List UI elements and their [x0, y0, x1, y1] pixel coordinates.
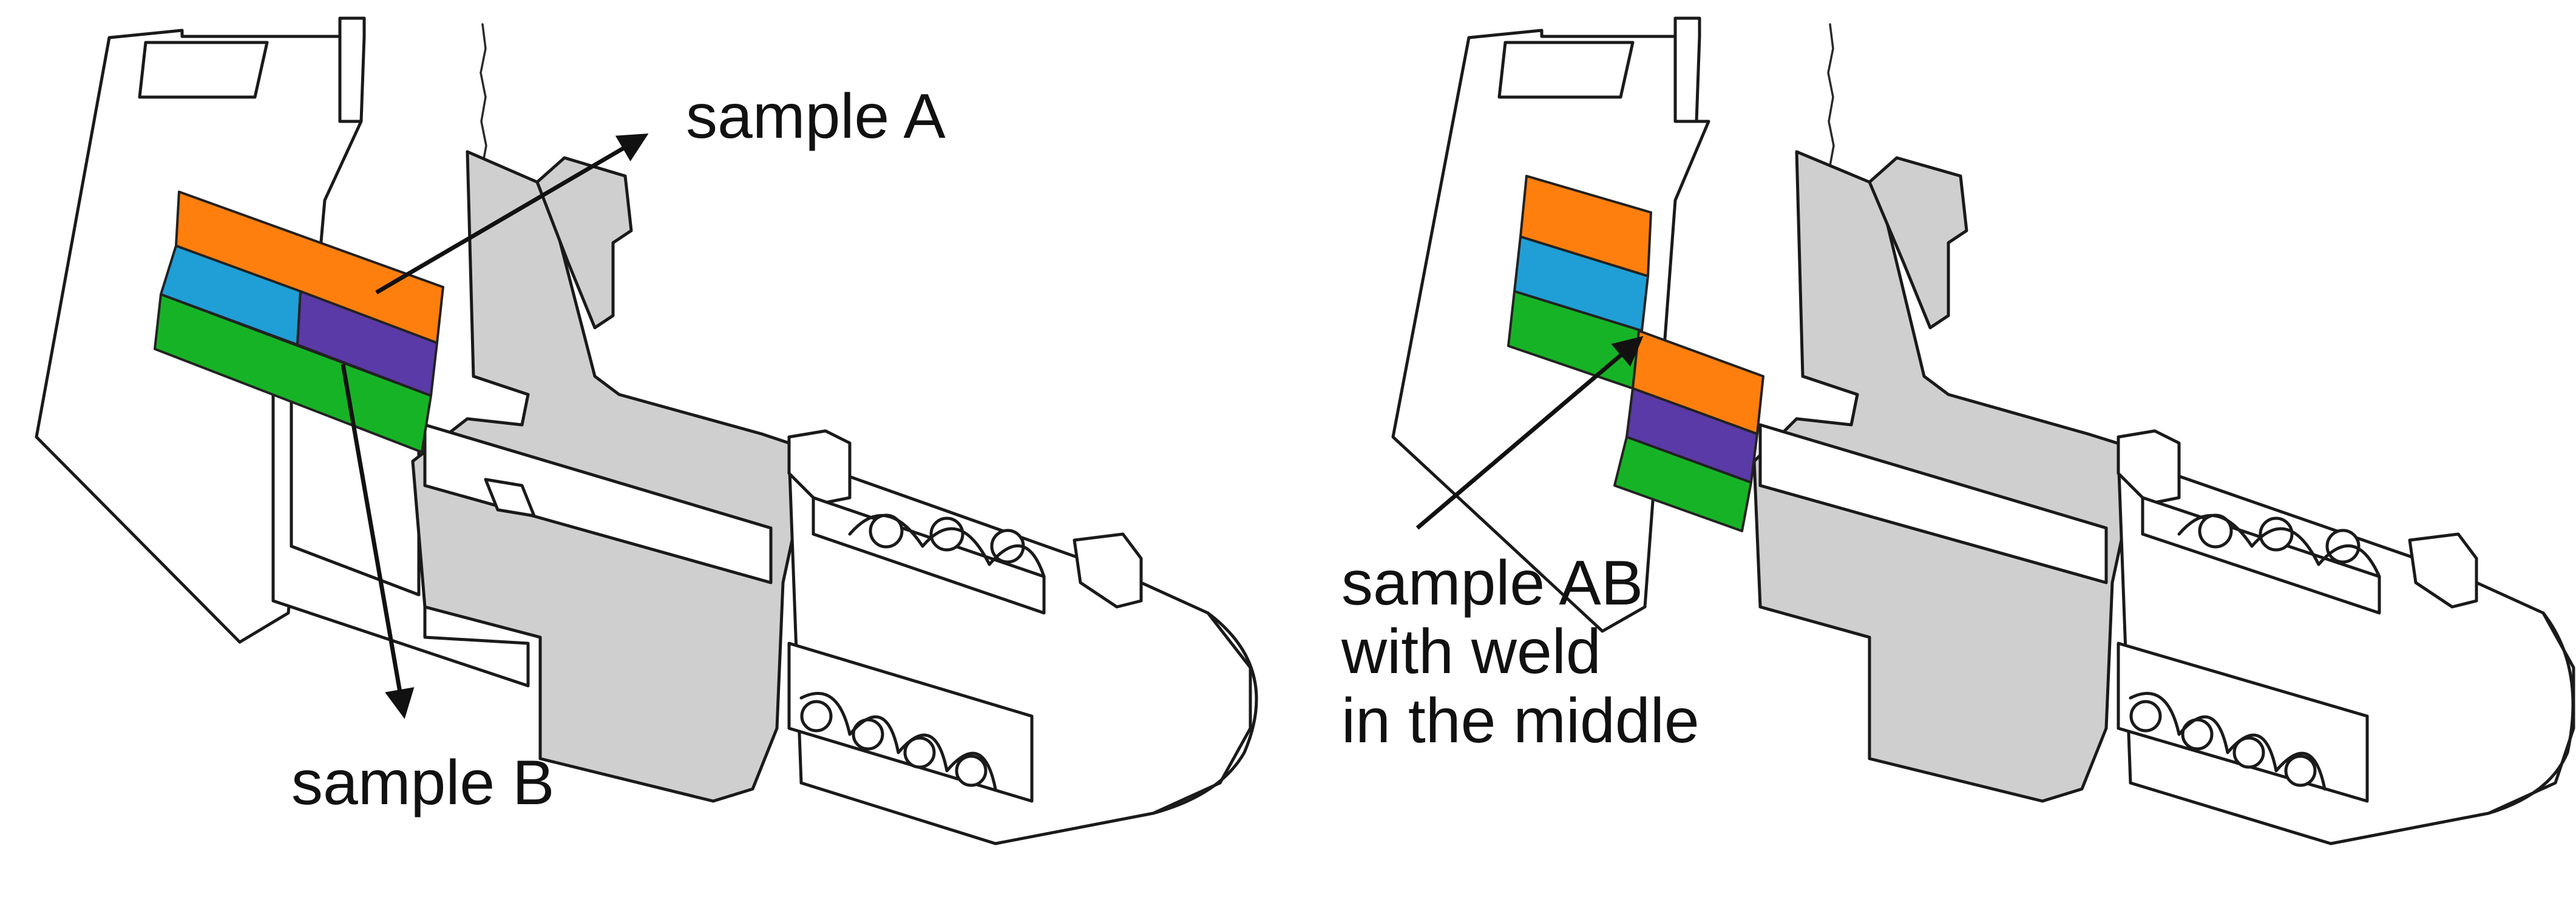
arrow-sample-b: [341, 364, 415, 719]
label-sample-b: sample B: [291, 748, 555, 818]
left-holder-channel-step: [484, 478, 536, 518]
left-plate-tab: [138, 41, 269, 99]
right-barrel-end-cap: [2487, 611, 2575, 815]
left-assembly: [35, 16, 1258, 845]
label-sample-ab-line3: in the middle: [1341, 685, 1700, 756]
left-holder-top-block: [535, 156, 633, 330]
right-barrel-collar-upper: [2117, 429, 2181, 506]
left-zigzag-strip: [478, 23, 487, 183]
right-holder-channel: [1758, 423, 2108, 584]
right-plate-tab: [1497, 41, 1635, 99]
label-sample-a: sample A: [686, 81, 946, 152]
label-sample-ab-line2: with weld: [1341, 617, 1601, 688]
left-barrel-end-cap: [1151, 611, 1258, 815]
right-barrel-collar-right: [2408, 532, 2478, 609]
left-sample-stack: [154, 191, 444, 453]
label-sample-ab-line1: sample AB: [1341, 548, 1644, 618]
left-barrel-collar-upper: [787, 429, 852, 506]
left-barrel-collar-right: [1073, 532, 1143, 609]
right-upper-sample-stack: [1507, 175, 1652, 390]
right-zigzag-strip: [1826, 23, 1835, 183]
arrow-sample-ab: [1415, 336, 1644, 530]
left-holder-channel: [423, 423, 773, 584]
right-sample-green-weld: [1613, 436, 1752, 532]
arrow-sample-a: [375, 134, 649, 295]
left-vertical-strip: [338, 16, 366, 123]
right-assembly: [1391, 16, 2575, 845]
right-holder-body: [1752, 150, 2144, 803]
right-holder-top-block: [1868, 156, 1968, 330]
left-sample-green: [154, 293, 432, 453]
right-weld-sample-stack: [1613, 330, 1764, 532]
right-lower-spring: [2129, 692, 2327, 791]
right-upper-spring: [2177, 513, 2381, 578]
left-upper-spring: [848, 513, 1046, 578]
right-vertical-strip: [1673, 16, 1701, 123]
label-sample-ab: sample AB with weld in the middle: [1341, 549, 1700, 756]
left-holder-body: [411, 150, 815, 803]
left-lower-spring: [799, 692, 997, 791]
